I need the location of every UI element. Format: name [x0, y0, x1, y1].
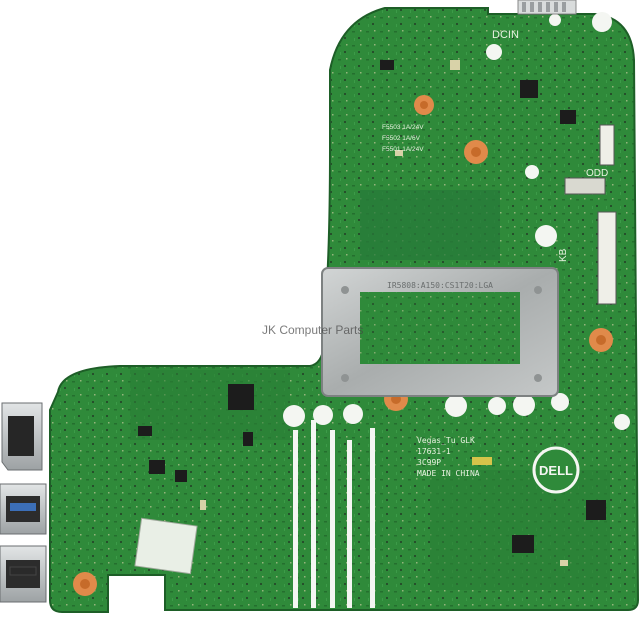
odd-port: [564, 177, 606, 195]
dell-logo: DELL: [532, 446, 580, 494]
board-sticker: [134, 517, 198, 575]
watermark: JK Computer Parts: [262, 323, 363, 337]
dell-logo-text: DELL: [539, 463, 573, 478]
fuse-label: F5503 1A/24V: [382, 124, 424, 131]
odd-label: ODD: [586, 168, 608, 179]
svg-text:IR5808:A150:CS1T20:LGA: IR5808:A150:CS1T20:LGA: [387, 281, 493, 290]
silkscreen-line: 17631-1: [417, 447, 451, 456]
fuse-labels: F5503 1A/24V F5502 1A/6V F5501 1A/24V: [382, 124, 424, 153]
kb-label: KB: [558, 248, 569, 262]
fuse-label: F5501 1A/24V: [382, 146, 424, 153]
silkscreen-block: Vegas_Tu GLK 17631-1 3C99P MADE IN CHINA: [417, 436, 480, 478]
silkscreen-line: 3C99P: [417, 458, 441, 467]
io-ports: [0, 402, 47, 603]
circuit-zone: [360, 190, 500, 260]
silkscreen-line: Vegas_Tu GLK: [417, 436, 475, 445]
dcin-label: DCIN: [492, 29, 519, 41]
yellow-tag: [472, 457, 492, 465]
fuse-label: F5502 1A/6V: [382, 135, 421, 142]
silkscreen-bars: [293, 420, 375, 608]
cpu-shield: IR5808:A150:CS1T20:LGA: [321, 267, 559, 397]
test-points: [283, 12, 630, 430]
dcin-connector: [517, 0, 577, 15]
kb-connector: [597, 211, 617, 305]
circuit-zone: [430, 470, 610, 590]
odd-connector: [599, 124, 615, 166]
components: [138, 60, 606, 566]
circuit-zone: [130, 370, 290, 440]
silkscreen-line: MADE IN CHINA: [417, 469, 480, 478]
